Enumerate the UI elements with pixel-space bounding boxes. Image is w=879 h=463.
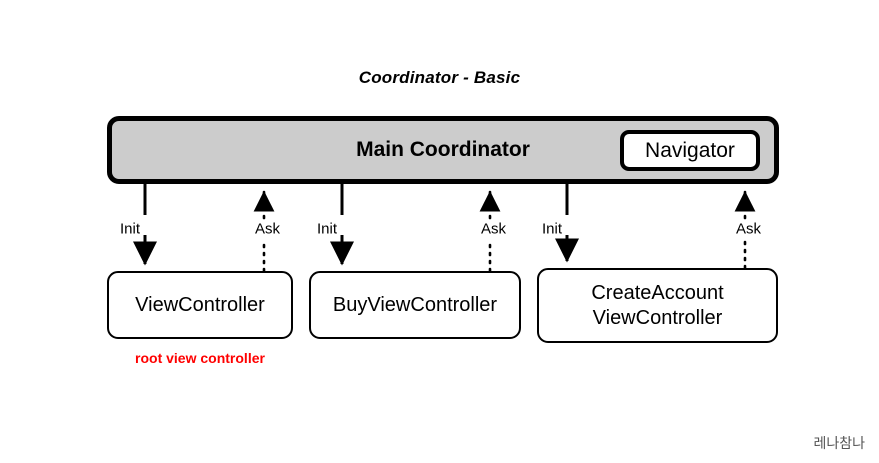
navigator-box[interactable]: Navigator: [620, 130, 760, 171]
diagram-title: Coordinator - Basic: [358, 68, 521, 87]
watermark: 레나참나: [813, 435, 865, 451]
buy-view-controller-label: BuyViewController: [332, 293, 498, 316]
create-account-line-2: ViewController: [592, 306, 723, 329]
edge-label-init-1: Init: [119, 220, 140, 238]
view-controller-label: ViewController: [135, 293, 265, 316]
edge-label-ask-2: Ask: [480, 220, 506, 238]
create-account-view-controller-label: CreateAccount ViewController: [585, 281, 729, 330]
create-account-line-1: CreateAccount: [591, 282, 724, 305]
create-account-view-controller-box[interactable]: CreateAccount ViewController: [537, 268, 778, 343]
edge-label-ask-3: Ask: [735, 220, 761, 238]
view-controller-box[interactable]: ViewController: [107, 271, 293, 339]
edge-label-init-2: Init: [316, 220, 337, 238]
edge-label-ask-1: Ask: [254, 220, 280, 238]
root-view-controller-note: root view controller: [135, 350, 265, 366]
buy-view-controller-box[interactable]: BuyViewController: [309, 271, 521, 339]
edge-label-init-3: Init: [541, 220, 562, 238]
main-coordinator-box[interactable]: Main Coordinator Navigator: [107, 116, 779, 184]
main-coordinator-label: Main Coordinator: [356, 138, 530, 161]
navigator-label: Navigator: [645, 139, 735, 162]
